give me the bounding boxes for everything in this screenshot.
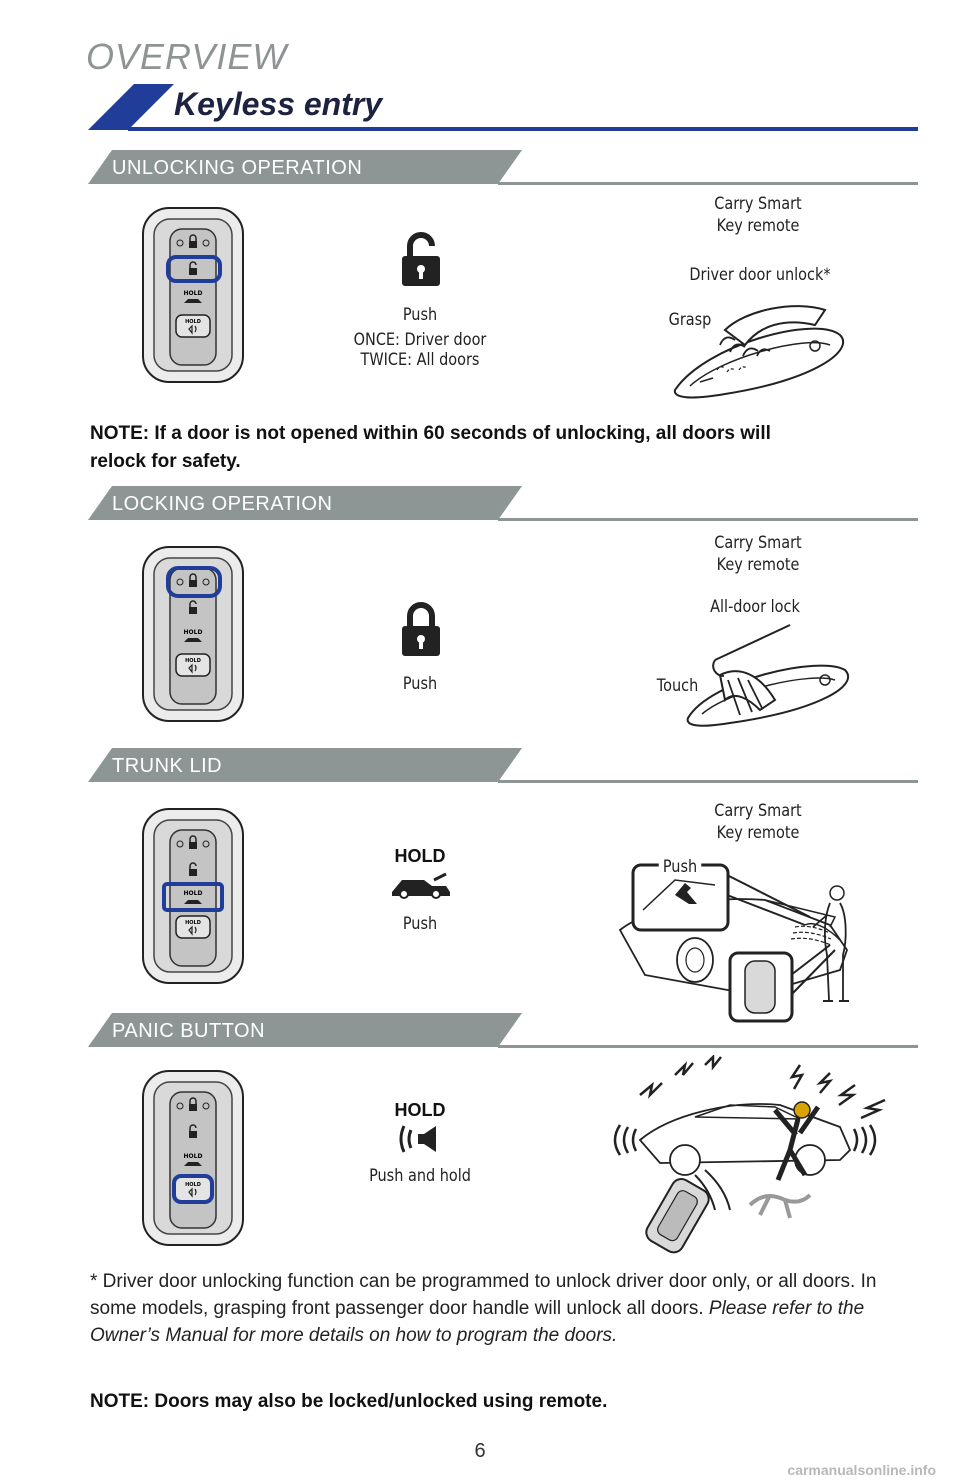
trunk-open-illustration: [618, 863, 849, 1023]
panic-alarm-illustration: [613, 1055, 886, 1254]
svg-text:HOLD: HOLD: [184, 290, 203, 297]
title-bar: [88, 84, 918, 131]
push-label-trunk: Push: [402, 914, 438, 934]
unlock-icon: [402, 232, 440, 286]
gesture-label-grasp: Grasp: [668, 310, 712, 330]
note-remote-lock: NOTE: Doors may also be locked/unlocked …: [90, 1391, 608, 1412]
overview-heading: OVERVIEW: [86, 36, 288, 77]
section-header-panic-button: [88, 1013, 918, 1048]
key-fob-icon: HOLD HOLD: [142, 1070, 244, 1246]
svg-text:HOLD: HOLD: [184, 890, 203, 897]
gesture-label-push: Push: [658, 857, 702, 877]
push-label-unlocking: Push: [402, 305, 438, 325]
key-fob-icon: HOLD HOLD: [142, 808, 244, 984]
svg-text:HOLD: HOLD: [185, 319, 201, 325]
hold-label-panic: HOLD: [394, 1100, 446, 1120]
svg-text:HOLD: HOLD: [185, 920, 201, 926]
lock-icon: [402, 602, 440, 656]
section-label-trunk-lid: TRUNK LID: [112, 755, 223, 777]
door-handle-grasp-illustration: [673, 305, 845, 399]
footnote: * Driver door unlocking function can be …: [90, 1268, 920, 1349]
key-fob-icon: HOLD HOLD: [142, 207, 244, 383]
action-label-all-door-lock: All-door lock: [710, 597, 800, 617]
door-handle-touch-illustration: [686, 624, 850, 727]
key-fob-icon: HOLD HOLD: [142, 546, 244, 722]
push-label-locking: Push: [402, 674, 438, 694]
section-label-unlocking: UNLOCKING OPERATION: [112, 157, 363, 179]
footnote-italic: Please refer to the Owner’s Manual for m…: [90, 1298, 865, 1346]
note-unlock-relock: NOTE: If a door is not opened within 60 …: [90, 423, 771, 444]
push-detail-once: ONCE: Driver door: [353, 330, 487, 350]
section-label-locking: LOCKING OPERATION: [112, 493, 333, 515]
svg-text:HOLD: HOLD: [185, 1182, 201, 1188]
section-label-panic-button: PANIC BUTTON: [112, 1020, 266, 1042]
svg-text:HOLD: HOLD: [184, 629, 203, 636]
gesture-label-touch: Touch: [656, 676, 699, 696]
carry-smart-key-label: Key remote: [716, 823, 800, 843]
carry-smart-key-label: Key remote: [716, 555, 800, 575]
push-detail-twice: TWICE: All doors: [360, 350, 480, 370]
note-unlock-relock-2: relock for safety.: [90, 451, 241, 472]
carry-smart-key-label: Key remote: [716, 216, 800, 236]
footnote-text: * Driver door unlocking function can be …: [90, 1271, 877, 1319]
trunk-car-icon: [392, 872, 450, 899]
carry-smart-key-label: Carry Smart: [714, 194, 802, 214]
carry-smart-key-label: Carry Smart: [714, 801, 802, 821]
watermark: carmanualsonline.info: [787, 1462, 936, 1478]
hold-label-trunk: HOLD: [394, 846, 446, 866]
action-label-driver-door-unlock: Driver door unlock*: [689, 265, 831, 285]
section-header-unlocking: [88, 150, 918, 185]
panic-horn-icon: [399, 1125, 436, 1153]
section-header-locking: [88, 486, 918, 521]
page-number: 6: [474, 1440, 486, 1462]
page-title: Keyless entry: [174, 86, 383, 122]
push-and-hold-label: Push and hold: [369, 1166, 471, 1186]
section-header-trunk-lid: [88, 748, 918, 783]
svg-text:HOLD: HOLD: [185, 658, 201, 664]
svg-text:HOLD: HOLD: [184, 1153, 203, 1160]
carry-smart-key-label: Carry Smart: [714, 533, 802, 553]
